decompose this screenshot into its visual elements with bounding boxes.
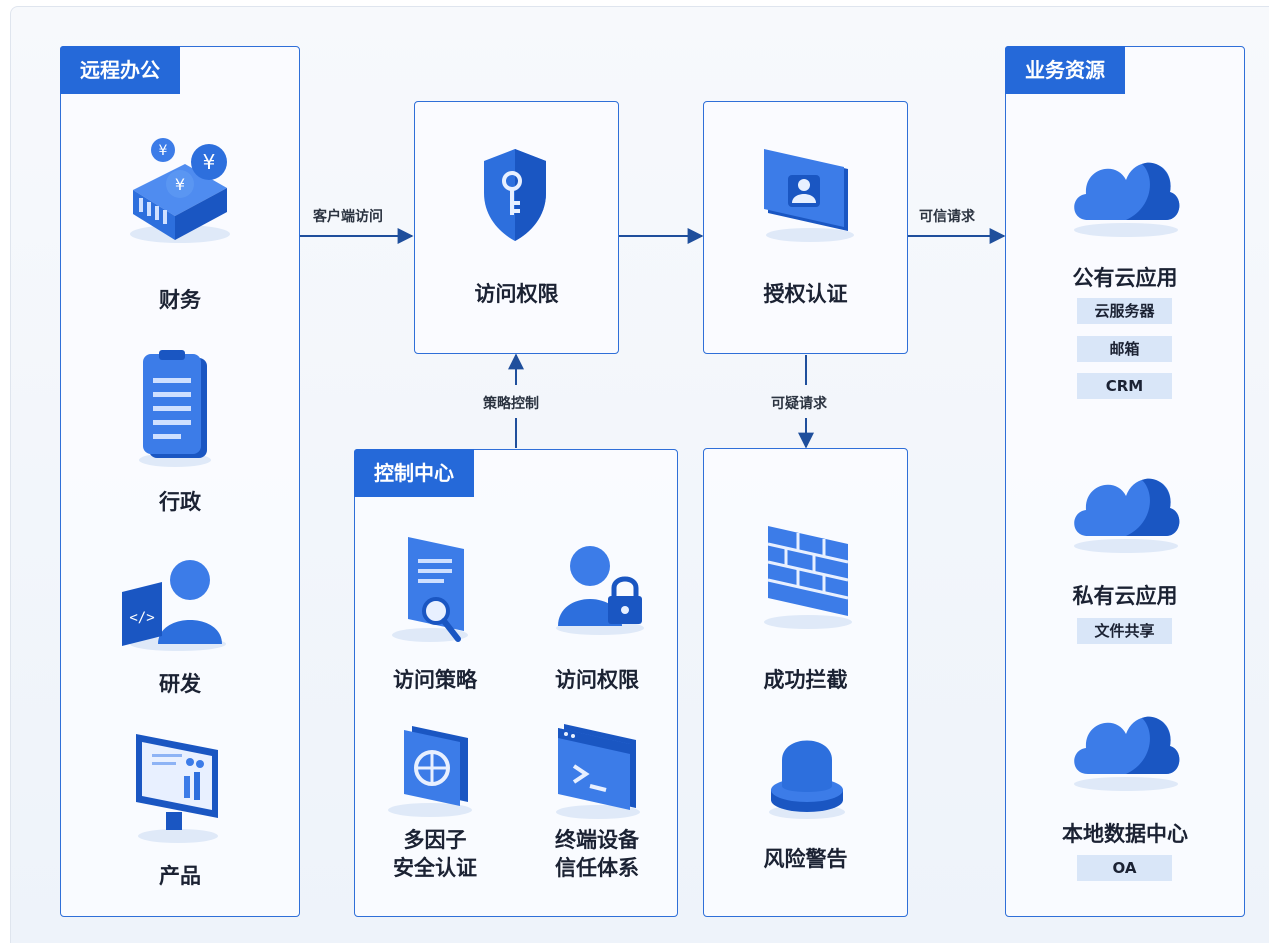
chip-file-sharing: 文件共享 xyxy=(1077,618,1172,644)
remote-office-item-product: 产品 xyxy=(159,864,201,888)
business-resources-title: 业务资源 xyxy=(1005,46,1125,94)
remote-office-item-finance: 财务 xyxy=(159,288,201,312)
finance-server-coins-icon: ¥ ¥ ¥ xyxy=(130,138,230,243)
developer-code-icon: </> xyxy=(122,560,226,651)
business-group-private-cloud-label: 私有云应用 xyxy=(1072,584,1178,608)
svg-text:¥: ¥ xyxy=(175,175,185,194)
product-monitor-icon xyxy=(136,734,218,843)
control-item-access-policy: 访问策略 xyxy=(393,668,477,692)
private-cloud-icon xyxy=(1074,478,1180,553)
chip-mailbox: 邮箱 xyxy=(1077,336,1172,362)
risk-item-warning: 风险警告 xyxy=(763,847,848,871)
public-cloud-icon xyxy=(1074,162,1180,237)
edge-label-client-access: 客户端访问 xyxy=(313,209,383,225)
policy-search-document-icon xyxy=(392,537,468,642)
remote-office-item-rnd: 研发 xyxy=(159,672,201,696)
authorization-label: 授权认证 xyxy=(763,282,848,306)
multi-factor-security-icon xyxy=(388,726,472,817)
svg-text:¥: ¥ xyxy=(203,150,216,174)
remote-office-title: 远程办公 xyxy=(60,46,180,94)
chip-oa: OA xyxy=(1077,855,1172,881)
business-group-local-dc-label: 本地数据中心 xyxy=(1062,822,1188,846)
control-center-title: 控制中心 xyxy=(354,449,474,497)
terminal-window-icon xyxy=(556,724,640,819)
alarm-beacon-icon xyxy=(769,740,845,819)
control-item-mfa: 多因子 安全认证 xyxy=(393,828,477,880)
risk-response-panel xyxy=(703,448,908,917)
control-center-panel: 控制中心 xyxy=(354,449,678,917)
chip-crm: CRM xyxy=(1077,373,1172,399)
svg-text:¥: ¥ xyxy=(159,143,168,159)
access-permission-label: 访问权限 xyxy=(474,282,559,306)
shield-key-icon xyxy=(484,149,546,241)
authorization-box xyxy=(703,101,908,354)
business-group-public-cloud-label: 公有云应用 xyxy=(1072,266,1178,290)
admin-document-icon xyxy=(139,350,211,467)
chip-cloud-server: 云服务器 xyxy=(1077,298,1172,324)
edge-label-policy-control: 策略控制 xyxy=(483,396,539,412)
remote-office-item-admin: 行政 xyxy=(159,490,201,514)
edge-label-trusted-request: 可信请求 xyxy=(919,209,975,225)
control-item-access-permission: 访问权限 xyxy=(555,668,639,692)
edge-label-suspicious-request: 可疑请求 xyxy=(771,396,827,412)
risk-item-blocked: 成功拦截 xyxy=(763,668,848,692)
local-datacenter-cloud-icon xyxy=(1074,716,1180,791)
firewall-wall-icon xyxy=(764,526,852,629)
svg-text:</>: </> xyxy=(129,610,154,626)
id-card-icon xyxy=(764,149,854,242)
control-item-device-trust: 终端设备 信任体系 xyxy=(555,828,639,880)
user-lock-icon xyxy=(556,546,644,635)
